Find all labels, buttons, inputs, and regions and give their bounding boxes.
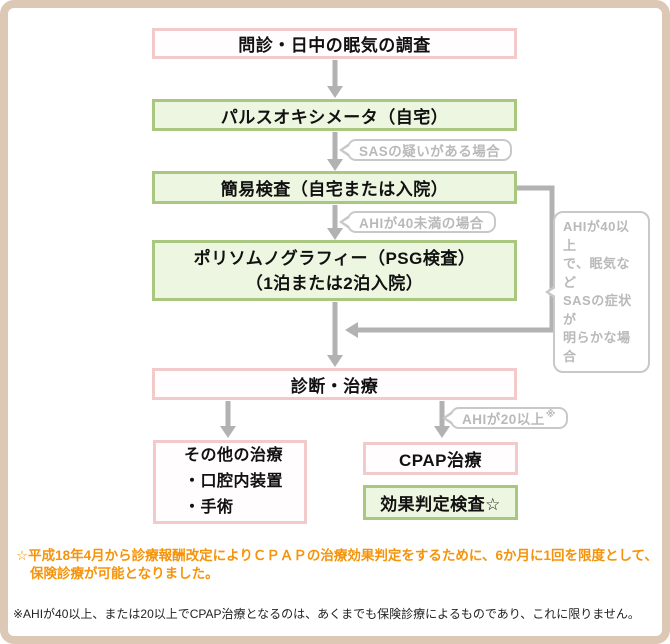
condition-ahi-over-20-mark: ※ [545,409,556,420]
condition-sas-suspected-label: SASの疑いがある場合 [359,144,501,159]
step-psg-box: ポリソムノグラフィー（PSG検査） （1泊または2泊入院） [152,240,517,301]
other-treatment-item-oral-device: ・口腔内装置 [184,473,284,490]
step-diagnosis-label: 診断・治療 [290,376,379,396]
step-interview-label: 問診・日中の眠気の調査 [238,36,431,55]
other-treatment-item-surgery: ・手術 [184,499,234,516]
condition-ahi-under-40-label: AHIが40未満の場合 [359,216,484,231]
step-cpap-box: CPAP治療 [363,442,518,475]
condition-ahi-over-40-bubble: AHIが40以上 で、眠気など SASの症状が 明らかな場合 [545,211,650,373]
condition-ahi-over-20-bubble: AHIが20以上※ [442,407,568,429]
step-interview-box: 問診・日中の眠気の調査 [152,28,517,59]
step-psg-label-line1: ポリソムノグラフィー（PSG検査） [193,248,476,268]
connector-lines [225,60,555,427]
connector-arrowheads [220,86,450,438]
step-psg-label-line2: （1泊または2泊入院） [245,273,424,293]
step-effect-check-box: 効果判定検査☆ [363,485,518,520]
other-treatment-title: その他の治療 [184,447,284,464]
step-effect-check-label: 効果判定検査☆ [380,495,501,514]
step-pulse-oximeter-label: パルスオキシメータ（自宅） [220,107,449,127]
condition-sas-suspected-bubble: SASの疑いがある場合 [338,139,513,161]
footnote-asterisk: ※AHIが40以上、または20以上でCPAP治療となるのは、あくまでも保険診療に… [13,607,640,621]
step-simple-test-label: 簡易検査（自宅または入院） [220,180,449,199]
step-simple-test-box: 簡易検査（自宅または入院） [152,171,517,204]
footnote-star: ☆平成18年4月から診療報酬改定によりＣＰＡＰの治療効果判定をするために、6か月… [16,548,658,581]
step-pulse-oximeter-box: パルスオキシメータ（自宅） [152,99,517,131]
step-other-treatment-box: その他の治療 ・口腔内装置 ・手術 [153,440,307,524]
condition-ahi-over-20-label: AHIが20以上 [462,412,545,427]
step-cpap-label: CPAP治療 [399,451,482,470]
step-diagnosis-box: 診断・治療 [152,368,517,400]
condition-ahi-under-40-bubble: AHIが40未満の場合 [339,211,496,233]
condition-ahi-over-40-label: AHIが40以上 で、眠気など SASの症状が 明らかな場合 [563,219,632,364]
